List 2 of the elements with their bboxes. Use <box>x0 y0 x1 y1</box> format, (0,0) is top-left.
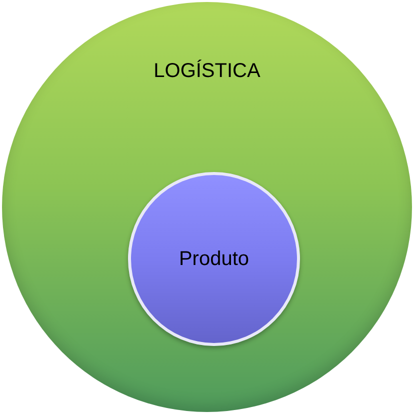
circle-label: LOGÍSTICA <box>152 60 262 83</box>
circle-label: Produto <box>178 248 250 271</box>
